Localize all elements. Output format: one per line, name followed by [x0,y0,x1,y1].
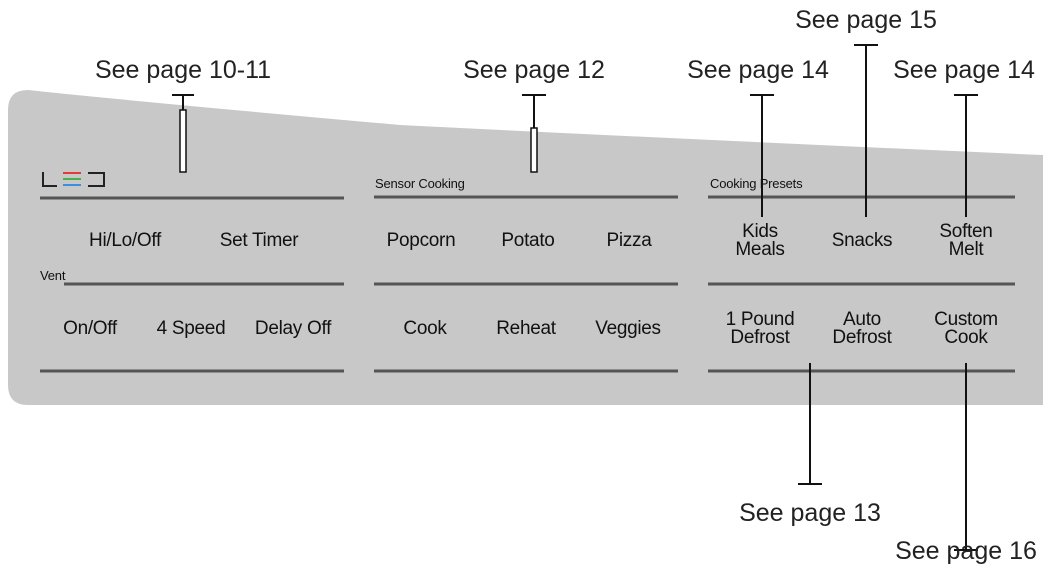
reheat-button[interactable]: Reheat [496,318,556,339]
callout-defrost: See page 13 [739,499,881,527]
leader-defrost [798,363,822,485]
led-icon [42,172,105,187]
callout-snacks: See page 15 [795,6,937,34]
callout-kids-meals: See page 14 [687,56,829,84]
hi-lo-off-button[interactable]: Hi/Lo/Off [89,230,161,251]
popcorn-button[interactable]: Popcorn [386,230,456,251]
custom-cook-button[interactable]: Custom Cook [934,309,998,348]
kids-meals-label-line-1: Kids [742,221,778,242]
section-label-vent: Vent [40,268,66,283]
soften-melt-button[interactable]: Soften Melt [939,221,993,260]
section-label-cooking-presets: Cooking Presets [710,176,803,191]
callout-sensor: See page 12 [463,56,605,84]
auto-defrost-button[interactable]: Auto Defrost [832,309,892,348]
soften-melt-label-line-2: Melt [948,239,984,260]
leader-custom-cook [954,363,978,551]
custom-cook-label-line-2: Cook [944,327,988,348]
pizza-button[interactable]: Pizza [606,230,652,251]
potato-button[interactable]: Potato [501,230,555,251]
vent-4-speed-button[interactable]: 4 Speed [156,318,226,339]
snacks-button[interactable]: Snacks [831,230,893,251]
cook-button[interactable]: Cook [403,318,447,339]
kids-meals-button[interactable]: Kids Meals [735,221,785,260]
callout-soften-melt: See page 14 [893,56,1035,84]
callout-custom-cook: See page 16 [895,537,1037,565]
custom-cook-label-line-1: Custom [934,309,998,330]
section-label-sensor-cooking: Sensor Cooking [375,176,465,191]
auto-defrost-label-line-1: Auto [843,309,881,330]
veggies-button[interactable]: Veggies [595,318,661,339]
callout-led: See page 10-11 [94,56,272,84]
one-pound-defrost-button[interactable]: 1 Pound Defrost [725,309,795,348]
leader-snacks [854,44,878,217]
one-pound-defrost-label-line-2: Defrost [730,327,790,348]
auto-defrost-label-line-2: Defrost [832,327,892,348]
soften-melt-label-line-1: Soften [939,221,993,242]
set-timer-button[interactable]: Set Timer [219,230,299,251]
leader-kids-meals [750,94,774,217]
leader-soften-melt [954,94,978,217]
kids-meals-label-line-2: Meals [735,239,785,260]
one-pound-defrost-label-line-1: 1 Pound [725,309,795,330]
vent-on-off-button[interactable]: On/Off [63,318,117,339]
control-panel-body [8,90,1043,405]
vent-delay-off-button[interactable]: Delay Off [254,318,332,339]
